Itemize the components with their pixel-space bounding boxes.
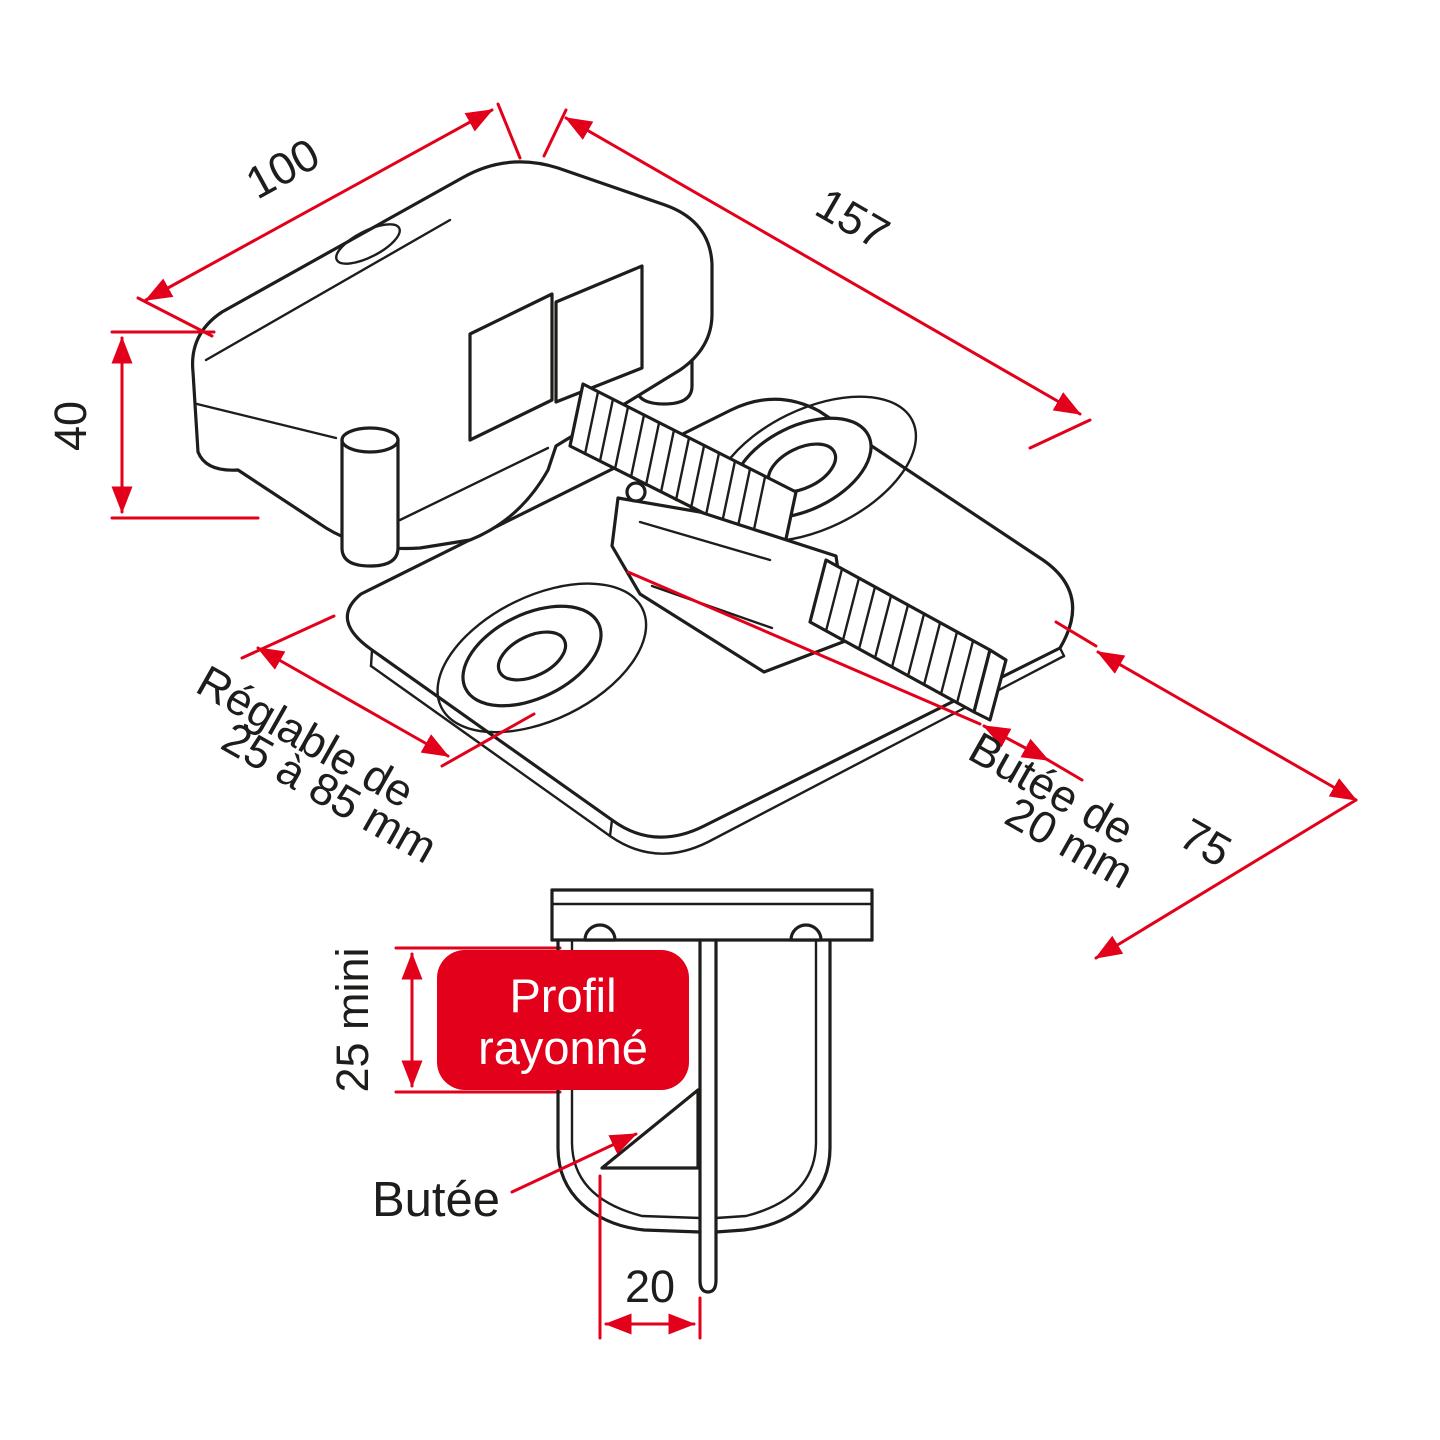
- dim-100: [136, 102, 522, 338]
- dim-100-label: 100: [237, 128, 327, 209]
- dim-20-label: 20: [625, 1261, 675, 1312]
- rivet-left: [583, 923, 617, 942]
- ratchet-teeth-lower: [824, 567, 975, 705]
- callout-line1: Profil: [509, 969, 616, 1022]
- callout-box: [437, 950, 689, 1090]
- bracket-cup-section: [556, 938, 832, 1234]
- dim-adjustable: [240, 614, 536, 768]
- callout-line2: rayonné: [478, 1021, 648, 1074]
- base-plate-corner-tick: [1058, 646, 1066, 658]
- rivet-right: [789, 923, 823, 942]
- dim-40: [110, 330, 260, 520]
- dim-75-label: 75: [1171, 808, 1240, 877]
- dim-stop-20: [626, 570, 1084, 782]
- stop-label: Butée: [372, 1173, 500, 1227]
- housing-side-opening: [468, 292, 554, 442]
- dim-20: [598, 1174, 702, 1340]
- awning-profile-rail: [550, 888, 874, 942]
- profile-callout: Profil rayonné: [437, 950, 689, 1090]
- dim-157: [542, 108, 1092, 450]
- ratchet-rack-upper: [568, 382, 798, 555]
- housing-parting-line: [195, 402, 338, 440]
- dim-25-mini-label: 25 mini: [327, 947, 378, 1092]
- base-plate-corner-tick: [608, 818, 614, 838]
- base-plate-corner-tick: [369, 648, 374, 668]
- rack-end-cap: [972, 648, 1008, 722]
- ratchet-rack-lower: [808, 558, 1008, 722]
- housing-lower-edge: [398, 446, 550, 522]
- ratchet-teeth-upper: [583, 390, 767, 541]
- dim-157-label: 157: [807, 178, 898, 260]
- pivot-head: [610, 481, 850, 674]
- dim-75: [1054, 620, 1358, 960]
- stop-wedge: [600, 1088, 700, 1170]
- dim-25-mini: [394, 946, 562, 1094]
- hinge-pin-front: [340, 426, 400, 568]
- section-view: Profil rayonné: [394, 888, 874, 1340]
- pivot-pin: [625, 481, 647, 503]
- stop-leader: [510, 1132, 638, 1194]
- dimensions-main-view: [110, 102, 1358, 960]
- strap-plate: [698, 938, 718, 1294]
- dim-40-label: 40: [45, 401, 96, 451]
- base-plate-thickness-edge: [369, 654, 1066, 855]
